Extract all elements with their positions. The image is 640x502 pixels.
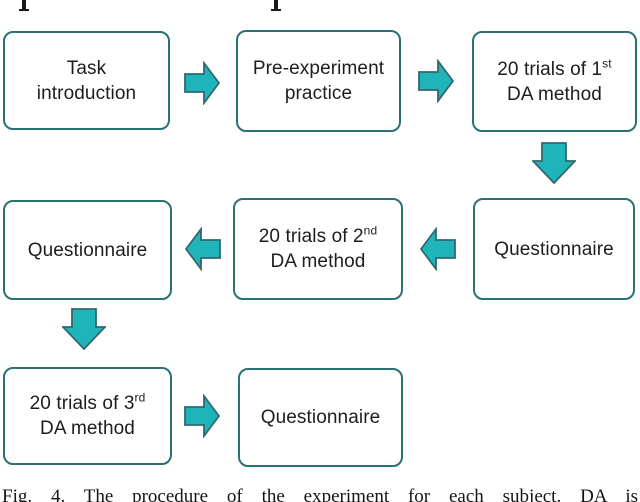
arrow-left-icon bbox=[185, 227, 221, 271]
box-text-line: Questionnaire bbox=[260, 407, 381, 428]
flow-box-questionnaire-after-3rd: Questionnaire bbox=[238, 368, 403, 467]
flow-box-questionnaire-after-1st: Questionnaire bbox=[473, 198, 635, 300]
box-text-line: 20 trials of 3rd bbox=[30, 391, 146, 416]
box-label: Task introduction bbox=[37, 56, 136, 106]
box-label: 20 trials of 3rd DA method bbox=[30, 391, 146, 441]
box-text: 20 trials of 2 bbox=[258, 226, 364, 247]
box-label: 20 trials of 1st DA method bbox=[497, 57, 611, 107]
box-label: 20 trials of 2nd DA method bbox=[259, 224, 377, 274]
box-text-line: DA method bbox=[40, 418, 135, 439]
arrow-left-icon bbox=[420, 227, 456, 271]
box-label: Questionnaire bbox=[261, 405, 381, 430]
arrow-right-icon bbox=[184, 61, 220, 105]
ordinal-superscript: st bbox=[602, 56, 612, 71]
arrow-right-icon bbox=[184, 394, 220, 438]
arrow-right-icon bbox=[418, 59, 454, 103]
arrow-down-icon bbox=[532, 142, 576, 184]
flow-box-trials-3rd: 20 trials of 3rd DA method bbox=[3, 367, 172, 465]
box-text-line: Questionnaire bbox=[27, 239, 148, 261]
flow-box-pre-experiment-practice: Pre-experiment practice bbox=[236, 30, 401, 132]
figure-caption: Fig. 4. The procedure of the experiment … bbox=[2, 486, 638, 502]
clipped-text-descender bbox=[271, 0, 281, 11]
box-text-line: 20 trials of 1st bbox=[497, 57, 611, 82]
box-text-line: DA method bbox=[507, 83, 602, 105]
box-label: Questionnaire bbox=[28, 238, 148, 263]
box-label: Questionnaire bbox=[494, 237, 614, 262]
clipped-text-descender bbox=[19, 0, 29, 11]
ordinal-superscript: rd bbox=[134, 390, 146, 405]
box-text-line: 20 trials of 2nd bbox=[259, 224, 377, 249]
box-text: 20 trials of 3 bbox=[29, 393, 135, 414]
box-text: 20 trials of 1 bbox=[497, 58, 603, 80]
arrow-down-icon bbox=[62, 308, 106, 350]
box-text-line: Pre-experiment bbox=[252, 58, 385, 79]
flow-box-task-introduction: Task introduction bbox=[3, 31, 170, 130]
flow-box-trials-1st: 20 trials of 1st DA method bbox=[472, 31, 637, 132]
box-text-line: Questionnaire bbox=[494, 238, 614, 260]
ordinal-superscript: nd bbox=[363, 223, 378, 238]
box-text-line: DA method bbox=[270, 251, 366, 272]
box-text-line: Task bbox=[66, 57, 107, 79]
flow-box-trials-2nd: 20 trials of 2nd DA method bbox=[233, 198, 403, 300]
flow-box-questionnaire-after-2nd: Questionnaire bbox=[3, 200, 172, 300]
box-text-line: practice bbox=[284, 83, 353, 104]
box-text-line: introduction bbox=[36, 82, 137, 104]
box-label: Pre-experiment practice bbox=[253, 56, 384, 106]
